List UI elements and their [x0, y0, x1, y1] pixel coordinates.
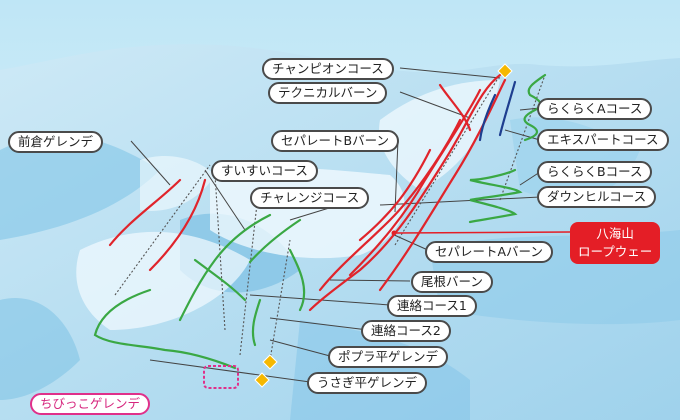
label-suisui-course: すいすいコース — [211, 160, 318, 182]
valley-shadow — [0, 135, 160, 240]
diamond-marker-icon — [254, 372, 270, 388]
label-renraku-course-1: 連絡コース1 — [387, 295, 477, 317]
label-popura-daira-gelande: ポプラ平ゲレンデ — [328, 346, 449, 368]
label-separate-b-burn: セパレートBバーン — [271, 130, 399, 152]
kids-area-marker — [203, 365, 239, 389]
leader-lines — [130, 67, 541, 383]
ropeway-label-line1: 八海山 — [596, 226, 634, 241]
ropeway-label-line2: ロープウェー — [578, 244, 653, 259]
ropeway-line — [394, 231, 571, 234]
snow-slope — [76, 231, 250, 330]
station-markers — [254, 63, 513, 388]
label-expert-course: エキスパートコース — [537, 129, 669, 151]
label-chibikko-gelande: ちびっこゲレンデ — [30, 393, 151, 415]
beginner-runs — [93, 73, 547, 370]
label-challenge-course: チャレンジコース — [250, 187, 370, 209]
advanced-runs — [108, 73, 507, 312]
valley-shadow — [0, 298, 80, 400]
label-technical-burn: テクニカルバーン — [268, 82, 388, 104]
expert-runs — [478, 80, 517, 142]
label-renraku-course-2: 連絡コース2 — [361, 320, 451, 342]
valley-shadow — [290, 320, 470, 420]
label-usagi-daira-gelande: うさぎ平ゲレンデ — [307, 372, 428, 394]
label-separate-a-burn: セパレートAバーン — [425, 241, 553, 263]
label-downhill-course: ダウンヒルコース — [537, 186, 657, 208]
label-one-burn: 尾根バーン — [411, 271, 493, 293]
label-hakkaisan-ropeway: 八海山 ロープウェー — [570, 222, 661, 264]
label-rakuraku-b-course: らくらくBコース — [537, 161, 653, 183]
diamond-marker-icon — [262, 354, 278, 370]
label-champion-course: チャンピオンコース — [262, 58, 394, 80]
diamond-marker-icon — [497, 63, 513, 79]
label-rakuraku-a-course: らくらくAコース — [537, 98, 653, 120]
label-maekura-gelande: 前倉ゲレンデ — [8, 131, 104, 153]
